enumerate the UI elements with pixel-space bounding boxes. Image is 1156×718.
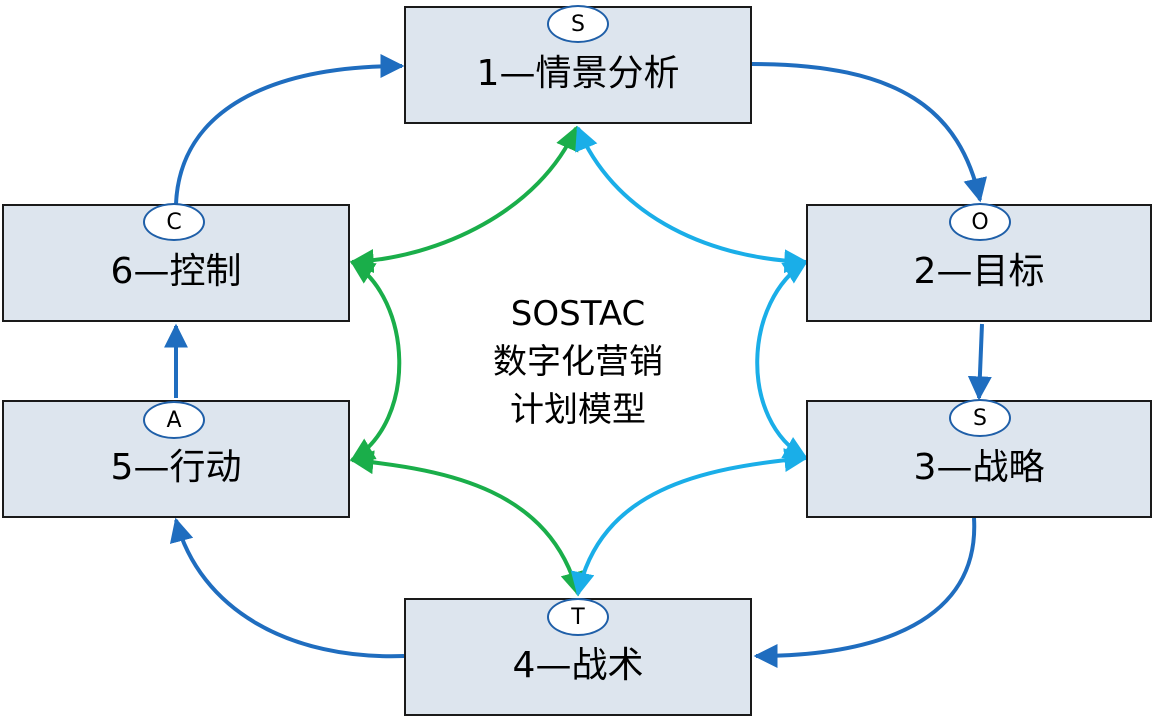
arrow-2-to-3	[967, 323, 992, 401]
step-letter-2: O	[971, 209, 989, 235]
step-letter-6: C	[166, 209, 182, 235]
step-label-3: 3—战略	[913, 447, 1045, 488]
step-letter-4: T	[571, 604, 585, 630]
arrow-3-to-4	[753, 517, 977, 668]
step-label-2: 2—目标	[913, 251, 1045, 292]
arrow-3-to-4-double	[570, 448, 809, 597]
step-label-1: 1—情景分析	[476, 53, 680, 94]
center-title-line-2: 数字化营销	[493, 342, 663, 382]
step-letter-3: S	[973, 405, 987, 431]
step-badge-3: S	[949, 399, 1011, 437]
arrow-5-to-4-double	[349, 450, 584, 597]
arrow-6-to-1	[174, 54, 405, 205]
step-label-5: 5—行动	[110, 447, 242, 488]
step-badge-5: A	[143, 401, 205, 439]
step-label-4: 4—战术	[512, 645, 644, 686]
step-box-4: 4—战术	[404, 598, 752, 716]
arrow-1-to-6-double	[349, 125, 579, 273]
step-badge-1: S	[547, 5, 609, 43]
step-letter-5: A	[166, 407, 182, 433]
arrow-1-to-2-double	[575, 125, 809, 274]
center-title-line-1: SOSTAC	[510, 294, 646, 334]
step-box-3: 3—战略	[806, 400, 1152, 518]
center-title: SOSTAC 数字化营销 计划模型	[428, 290, 728, 434]
arrow-1-to-2	[751, 62, 988, 203]
step-letter-1: S	[571, 11, 585, 37]
step-box-5: 5—行动	[2, 400, 350, 518]
step-badge-6: C	[143, 203, 205, 241]
step-badge-2: O	[949, 203, 1011, 241]
arrow-6-to-5-double	[349, 260, 402, 462]
step-label-6: 6—控制	[110, 251, 242, 292]
center-title-line-3: 计划模型	[510, 390, 646, 430]
arrow-2-to-3-double	[755, 260, 809, 460]
step-badge-4: T	[547, 598, 609, 636]
arrow-4-to-5	[169, 517, 405, 659]
